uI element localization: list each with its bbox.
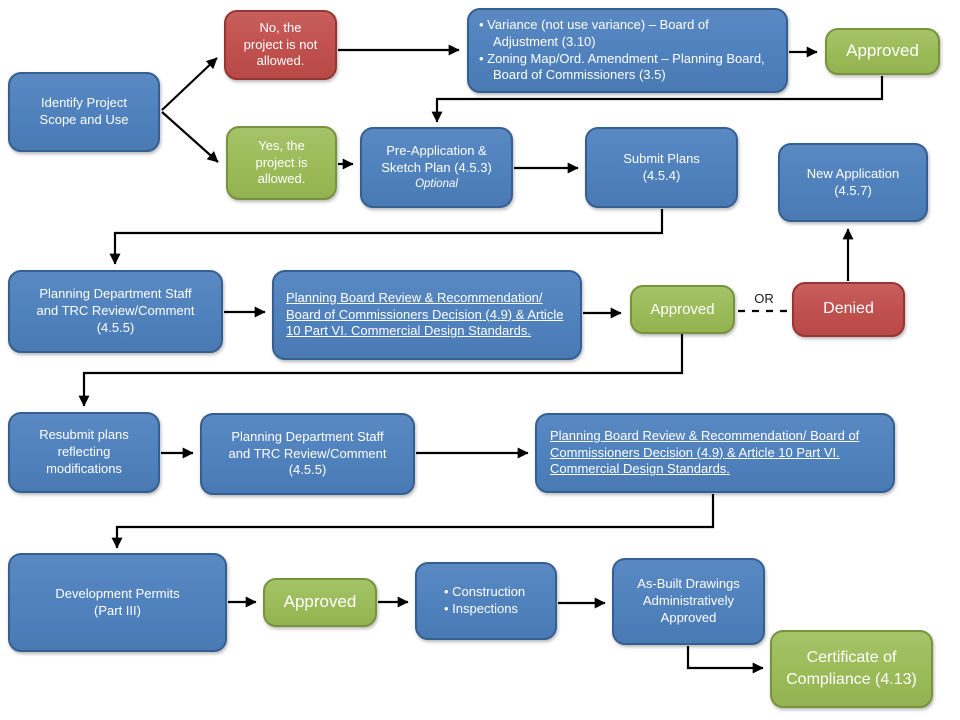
connector-boardreview2-to-devpermits [111,494,715,549]
node-label: Resubmit plans reflecting modifications [39,427,129,476]
node-development-permits: Development Permits (Part III) [8,553,227,652]
node-label: Planning Board Review & Recommendation/ … [286,289,564,339]
connector-submit-to-planning1 [109,209,664,265]
node-project-allowed: Yes, the project is allowed. [226,126,337,200]
node-approved-mid: Approved [630,285,735,334]
or-edge-label: OR [754,291,774,306]
node-label: Certificate of Compliance (4.13) [786,649,917,688]
connector-identify-to-yes [161,111,219,163]
node-construction-inspections: Construction Inspections [415,562,557,640]
node-label: Submit Plans (4.5.4) [623,150,700,183]
node-approved-top: Approved [825,28,940,75]
construction-bullet: Construction [444,584,531,601]
node-planning-trc-review-2: Planning Department Staff and TRC Review… [200,413,415,495]
node-identify-project: Identify Project Scope and Use [8,72,160,152]
node-resubmit-plans: Resubmit plans reflecting modifications [8,412,160,493]
node-label: As-Built Drawings Administratively Appro… [637,576,740,625]
connector-asbuilt-to-certificate [686,646,764,674]
connector-approved-to-resubmit [78,334,684,407]
node-label: Yes, the project is allowed. [255,137,308,187]
node-label: Identify Project Scope and Use [39,95,129,127]
node-board-review-1: Planning Board Review & Recommendation/ … [272,270,582,360]
node-as-built-drawings: As-Built Drawings Administratively Appro… [612,558,765,645]
node-sublabel-optional: Optional [415,177,458,190]
node-board-review-2: Planning Board Review & Recommendation/ … [535,413,895,493]
node-label: Planning Department Staff and TRC Review… [228,428,387,478]
node-label: Approved [283,592,357,612]
node-new-application: New Application (4.5.7) [778,143,928,222]
node-certificate-compliance: Certificate of Compliance (4.13) [770,630,933,708]
node-pre-application: Pre-Application & Sketch Plan (4.5.3) Op… [360,127,513,208]
connector-approved-to-preapp [431,76,884,123]
node-label: New Application (4.5.7) [806,165,900,198]
variance-bullet: Variance (not use variance) – Board of A… [479,17,776,51]
node-variance-zoning: Variance (not use variance) – Board of A… [467,8,788,93]
zoning-bullet: Zoning Map/Ord. Amendment – Planning Boa… [479,51,776,85]
node-denied: Denied [792,282,905,337]
node-project-not-allowed: No, the project is not allowed. [224,10,337,80]
node-label: Pre-Application & Sketch Plan (4.5.3) [381,143,492,176]
node-label: Denied [823,300,874,318]
node-submit-plans: Submit Plans (4.5.4) [585,127,738,208]
node-label: Planning Board Review & Recommendation/ … [550,427,860,477]
connector-identify-to-no [161,57,218,111]
node-label: No, the project is not allowed. [243,19,318,69]
node-label: Development Permits (Part III) [55,585,180,618]
inspections-bullet: Inspections [444,601,524,618]
node-approved-bottom: Approved [263,578,377,627]
node-label: Approved [846,41,919,61]
node-label: Planning Department Staff and TRC Review… [36,286,195,335]
node-label: Approved [650,300,715,318]
node-planning-trc-review-1: Planning Department Staff and TRC Review… [8,270,223,353]
